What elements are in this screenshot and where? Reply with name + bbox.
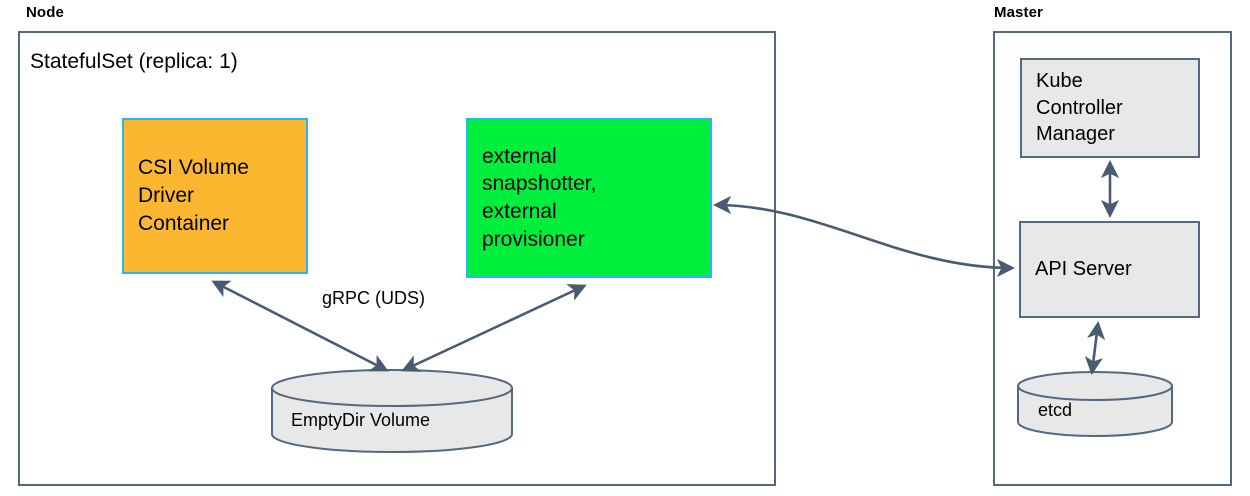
kcm-line-1: Kube [1036,70,1083,93]
grpc-uds-edge-label: gRPC (UDS) [322,288,426,308]
csi-line-1: CSI Volume [138,156,249,180]
external-line-2: snapshotter, [482,172,597,196]
external-line-3: external [482,200,557,223]
api-server-label: API Server [1035,258,1132,281]
kube-controller-manager-box[interactable]: Kube Controller Manager [1020,58,1200,158]
etcd-label: etcd [1038,400,1073,420]
statefulset-title: StatefulSet (replica: 1) [30,50,238,73]
external-snapshotter-provisioner-text: external snapshotter, external provision… [482,143,596,254]
external-line-4: provisioner [482,227,585,251]
csi-line-2: Driver [138,184,194,208]
api-server-box[interactable]: API Server [1019,221,1200,318]
csi-line-3: Container [138,211,230,235]
kcm-line-3: Manager [1036,123,1115,146]
kcm-line-2: Controller [1036,96,1123,119]
emptydir-volume-label: EmptyDir Volume [291,410,431,430]
csi-volume-driver-container-text: CSI Volume Driver Container [138,154,249,237]
csi-volume-driver-container-box[interactable]: CSI Volume Driver Container [122,118,308,274]
master-group-label: Master [994,4,1043,21]
api-server-text: API Server [1035,256,1132,282]
node-group-label: Node [26,4,64,21]
kube-controller-manager-text: Kube Controller Manager [1036,68,1123,147]
external-snapshotter-provisioner-box[interactable]: external snapshotter, external provision… [466,118,712,278]
external-line-1: external [482,144,557,168]
